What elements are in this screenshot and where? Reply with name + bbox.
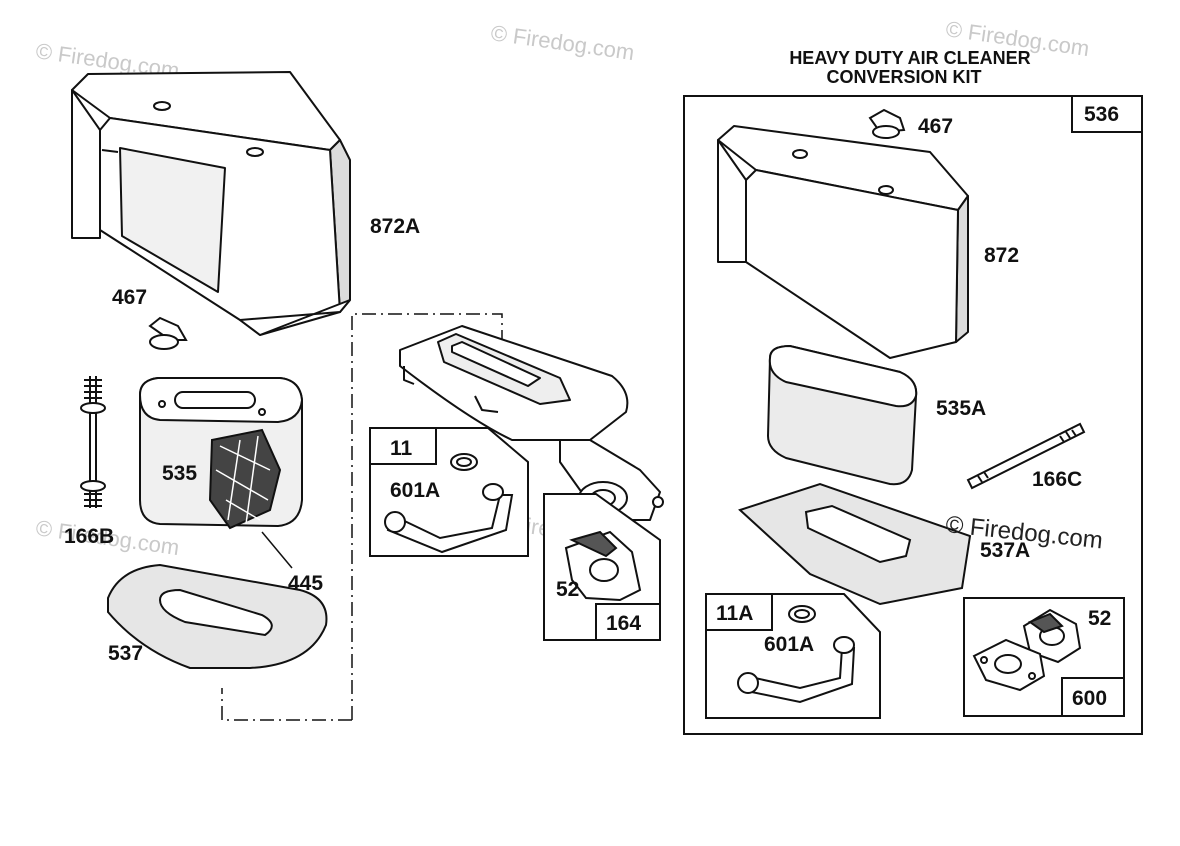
kit-base-plate-537a-drawing bbox=[738, 482, 972, 606]
cartridge-535-drawing bbox=[138, 377, 304, 530]
breather-tube-601a-drawing bbox=[384, 453, 514, 554]
label-box-11: 11 bbox=[390, 437, 413, 460]
label-kit-535a: 535A bbox=[936, 397, 986, 420]
label-166b: 166B bbox=[64, 525, 114, 548]
label-537: 537 bbox=[108, 642, 143, 665]
air-cleaner-base-drawing bbox=[399, 325, 664, 521]
label-kit-537a: 537A bbox=[980, 539, 1030, 562]
kit-title-line2: CONVERSION KIT bbox=[826, 67, 981, 87]
watermark-top-center: © Firedog.com bbox=[489, 20, 636, 65]
kit-cartridge-535a-drawing bbox=[766, 344, 918, 486]
kit-frame bbox=[683, 95, 1143, 735]
labels-center: 11 601A 52 164 bbox=[390, 437, 641, 635]
label-445: 445 bbox=[288, 572, 323, 595]
kit-gaskets-52-drawing bbox=[972, 608, 1082, 692]
label-535: 535 bbox=[162, 462, 197, 485]
label-kit-box-600: 600 bbox=[1072, 687, 1107, 710]
labels-kit: HEAVY DUTY AIR CLEANER CONVERSION KIT 53… bbox=[716, 48, 1119, 710]
kit-number-536: 536 bbox=[1084, 103, 1119, 126]
kit-knob-467-drawing bbox=[868, 108, 906, 139]
label-kit-52: 52 bbox=[1088, 607, 1111, 630]
label-52: 52 bbox=[556, 578, 579, 601]
label-467: 467 bbox=[112, 286, 147, 309]
kit-title-line1: HEAVY DUTY AIR CLEANER bbox=[789, 48, 1030, 68]
leader-lines-left bbox=[261, 531, 293, 569]
cover-872a-drawing bbox=[71, 71, 351, 336]
label-box-164: 164 bbox=[606, 612, 641, 635]
kit-stud-166c-drawing bbox=[966, 422, 1086, 490]
base-plate-537-drawing bbox=[107, 563, 328, 669]
stud-166b-drawing bbox=[80, 376, 106, 508]
kit-cover-872-drawing bbox=[717, 125, 969, 359]
label-kit-166c: 166C bbox=[1032, 468, 1082, 491]
gasket-52-drawing bbox=[564, 530, 642, 602]
dash-dot-outline bbox=[221, 313, 503, 721]
label-kit-box-11a: 11A bbox=[716, 602, 753, 625]
labels-left: 872A 467 535 166B 445 537 bbox=[64, 215, 420, 665]
label-kit-601a: 601A bbox=[764, 633, 814, 656]
knob-467-drawing bbox=[148, 316, 188, 350]
kit-breather-tube-601a-drawing bbox=[737, 605, 856, 704]
label-kit-872: 872 bbox=[984, 244, 1019, 267]
label-601a: 601A bbox=[390, 479, 440, 502]
label-872a: 872A bbox=[370, 215, 420, 238]
label-kit-467: 467 bbox=[918, 115, 953, 138]
